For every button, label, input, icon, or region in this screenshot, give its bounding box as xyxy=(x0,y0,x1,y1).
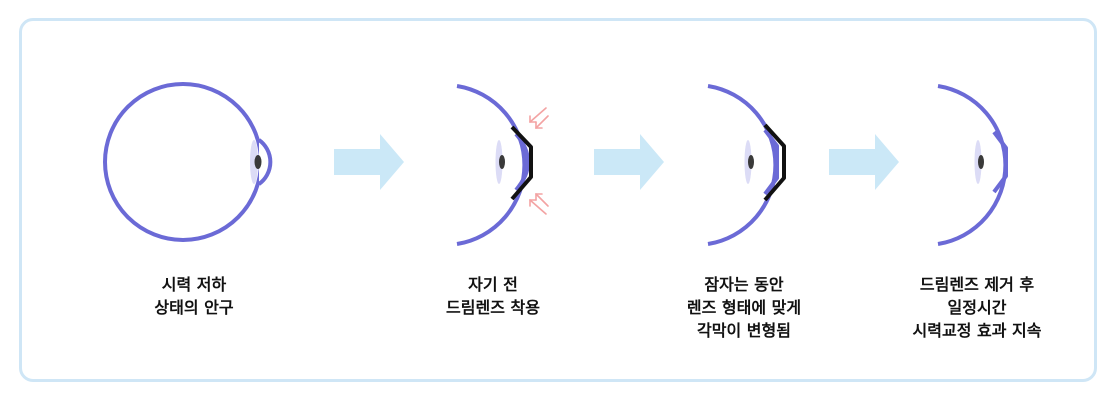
step-2-line-1: 자기 전 xyxy=(468,275,518,294)
eye-icon-lens-on xyxy=(456,84,530,246)
step-2-line-2: 드림렌즈 착용 xyxy=(446,298,540,317)
dream-lens-icon-1 xyxy=(510,125,533,201)
step-4-caption: 드림렌즈 제거 후 일정시간 시력교정 효과 지속 xyxy=(867,273,1087,342)
step-4-line-3: 시력교정 효과 지속 xyxy=(912,321,1042,340)
step-3-caption: 잠자는 동안 렌즈 형태에 맞게 각막이 변형됨 xyxy=(634,273,854,342)
step-1-line-1: 시력 저하 xyxy=(161,275,227,294)
flow-arrow-icon-3 xyxy=(829,134,899,190)
step-2-caption: 자기 전 드림렌즈 착용 xyxy=(383,273,603,319)
flow-arrow-icon-1 xyxy=(334,134,404,190)
step-1-caption: 시력 저하 상태의 안구 xyxy=(84,273,304,319)
step-3-line-2: 렌즈 형태에 맞게 xyxy=(686,298,802,317)
step-4-line-2: 일정시간 xyxy=(947,298,1007,317)
eye-icon-full xyxy=(103,82,273,242)
pressure-arrow-icon-bottom xyxy=(529,193,549,215)
pressure-arrow-icon-top xyxy=(529,107,549,129)
step-1-line-2: 상태의 안구 xyxy=(154,298,234,317)
step-4-line-1: 드림렌즈 제거 후 xyxy=(919,275,1035,294)
step-3-line-1: 잠자는 동안 xyxy=(704,275,784,294)
dream-lens-icon-2 xyxy=(763,123,786,202)
eye-icon-reshaping xyxy=(707,84,779,246)
step-3-line-3: 각막이 변형됨 xyxy=(697,321,791,340)
flow-arrow-icon-2 xyxy=(594,134,664,190)
eye-icon-corrected xyxy=(937,84,1008,246)
